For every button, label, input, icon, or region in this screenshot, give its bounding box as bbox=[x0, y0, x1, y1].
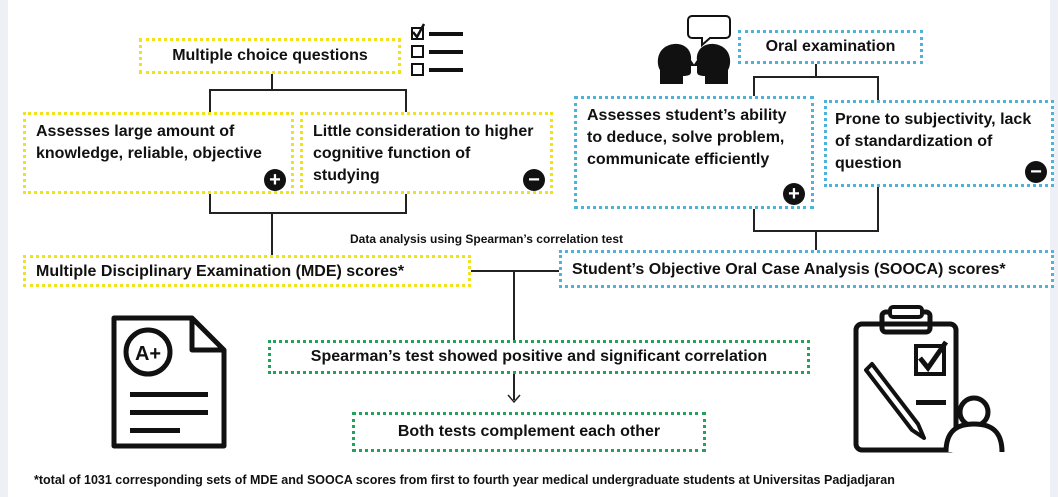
connector bbox=[209, 193, 211, 213]
down-arrow-icon bbox=[507, 394, 521, 404]
oral-con-box: Prone to subjectivity, lack of standardi… bbox=[824, 100, 1054, 187]
oral-title-box: Oral examination bbox=[738, 30, 923, 64]
mcq-title-box: Multiple choice questions bbox=[139, 38, 401, 74]
connector bbox=[815, 230, 817, 250]
oral-con-text: Prone to subjectivity, lack of standardi… bbox=[835, 111, 1032, 172]
connector bbox=[753, 208, 755, 231]
footnote: *total of 1031 corresponding sets of MDE… bbox=[34, 473, 895, 487]
conversation-heads-icon bbox=[657, 15, 731, 84]
connector bbox=[877, 186, 879, 231]
connector bbox=[470, 270, 560, 272]
analysis-note: Data analysis using Spearman’s correlati… bbox=[350, 232, 623, 246]
mcq-pro-box: Assesses large amount of knowledge, reli… bbox=[23, 112, 294, 194]
oral-title: Oral examination bbox=[765, 38, 896, 55]
graded-paper-icon: A+ bbox=[111, 315, 227, 449]
minus-icon: − bbox=[523, 169, 545, 191]
connector bbox=[405, 193, 407, 213]
connector bbox=[513, 372, 515, 400]
result-box: Spearman’s test showed positive and sign… bbox=[268, 340, 810, 374]
conclusion-box: Both tests complement each other bbox=[352, 412, 706, 452]
mde-scores-label: Multiple Disciplinary Examination (MDE) … bbox=[36, 263, 405, 280]
connector bbox=[271, 73, 273, 91]
mcq-pro-text: Assesses large amount of knowledge, reli… bbox=[36, 123, 262, 162]
connector bbox=[815, 63, 817, 77]
connector bbox=[209, 89, 211, 112]
sooca-scores-label: Student’s Objective Oral Case Analysis (… bbox=[572, 261, 1006, 278]
mde-scores-box: Multiple Disciplinary Examination (MDE) … bbox=[23, 255, 471, 287]
connector bbox=[753, 76, 755, 96]
connector bbox=[209, 212, 407, 214]
result-text: Spearman’s test showed positive and sign… bbox=[310, 348, 768, 365]
connector bbox=[271, 212, 273, 255]
oral-pro-box: Assesses student’s ability to deduce, so… bbox=[574, 96, 814, 209]
grade-label: A+ bbox=[135, 343, 161, 365]
connector bbox=[753, 76, 879, 78]
connector bbox=[209, 89, 407, 91]
connector bbox=[877, 76, 879, 100]
sooca-scores-box: Student’s Objective Oral Case Analysis (… bbox=[559, 250, 1054, 288]
clipboard-icon bbox=[853, 305, 1005, 453]
left-frame-border bbox=[0, 0, 8, 497]
mcq-con-text: Little consideration to higher cognitive… bbox=[313, 123, 534, 184]
right-frame-border bbox=[1050, 0, 1058, 497]
plus-icon: + bbox=[264, 169, 286, 191]
connector bbox=[405, 89, 407, 112]
plus-icon: + bbox=[783, 183, 805, 205]
minus-icon: − bbox=[1025, 161, 1047, 183]
oral-pro-text: Assesses student’s ability to deduce, so… bbox=[587, 107, 787, 168]
conclusion-text: Both tests complement each other bbox=[397, 423, 661, 440]
mcq-title: Multiple choice questions bbox=[172, 47, 368, 64]
connector bbox=[513, 270, 515, 340]
checklist-icon bbox=[411, 23, 463, 76]
mcq-con-box: Little consideration to higher cognitive… bbox=[300, 112, 553, 194]
